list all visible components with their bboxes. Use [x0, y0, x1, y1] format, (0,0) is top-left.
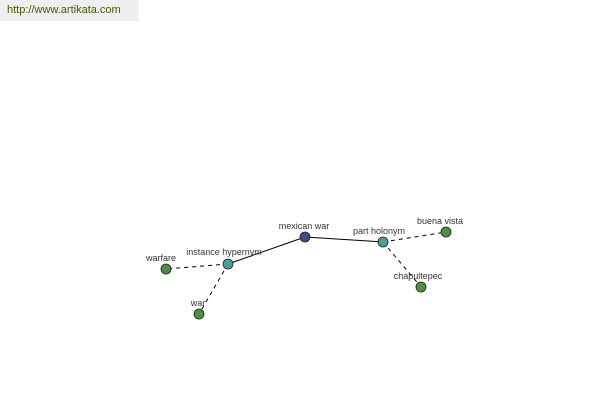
edge-instance-hypernym-to-warfare — [165, 263, 229, 270]
edge-instance-hypernym-to-war — [198, 263, 229, 315]
node-dot-buena-vista[interactable] — [440, 226, 452, 238]
node-label-war: war — [190, 298, 206, 308]
node-label-buena-vista: buena vista — [417, 216, 463, 226]
edge-part-holonym-to-buena-vista — [382, 231, 447, 243]
node-dot-mexican-war[interactable] — [299, 231, 311, 243]
node-dot-instance-hypernym[interactable] — [222, 258, 234, 270]
node-dot-war[interactable] — [193, 308, 205, 320]
edge-mexican-war-to-part-holonym — [304, 236, 384, 243]
node-label-part-holonym: part holonym — [353, 226, 405, 236]
graph-nodes: mexican war instance hypernym part holonym… — [145, 216, 463, 320]
node-dot-chapultepec[interactable] — [415, 281, 427, 293]
graph-edges — [165, 231, 447, 315]
edge-part-holonym-to-chapultepec — [382, 241, 422, 288]
node-chapultepec[interactable]: chapultepec — [394, 271, 443, 293]
node-label-chapultepec: chapultepec — [394, 271, 443, 281]
node-instance-hypernym[interactable]: instance hypernym — [186, 247, 262, 270]
edge-mexican-war-to-instance-hypernym — [227, 236, 306, 265]
node-buena-vista[interactable]: buena vista — [417, 216, 463, 238]
node-dot-warfare[interactable] — [160, 263, 172, 275]
node-label-instance-hypernym: instance hypernym — [186, 247, 262, 257]
node-part-holonym[interactable]: part holonym — [353, 226, 405, 248]
node-label-warfare: warfare — [145, 253, 176, 263]
site-url-link[interactable]: http://www.artikata.com — [0, 0, 139, 21]
node-war[interactable]: war — [190, 298, 206, 320]
node-mexican-war[interactable]: mexican war — [279, 221, 330, 243]
node-dot-part-holonym[interactable] — [377, 236, 389, 248]
node-label-mexican-war: mexican war — [279, 221, 330, 231]
node-warfare[interactable]: warfare — [145, 253, 176, 275]
